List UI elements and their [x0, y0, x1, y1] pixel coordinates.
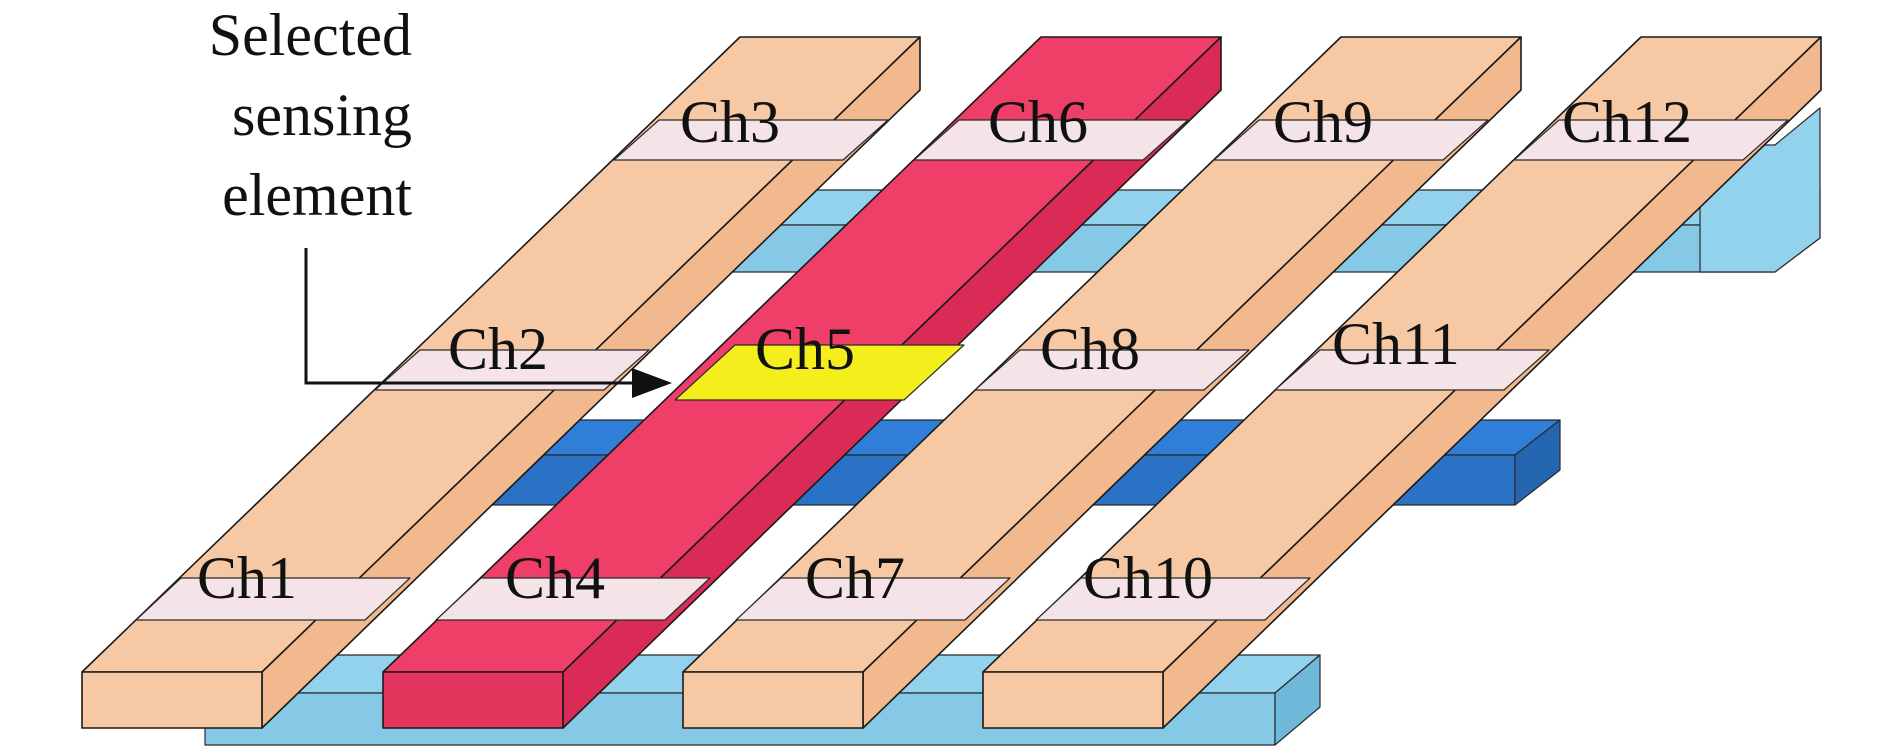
annotation-line-1: Selected: [209, 2, 412, 68]
sensing-pad-ch3: [613, 119, 889, 161]
sensing-pad-ch7: [735, 577, 1011, 621]
channel-label-ch11: Ch11: [1332, 311, 1460, 377]
channel-labels: Ch1 Ch2 Ch3 Ch4 Ch5 Ch6 Ch7 Ch8 Ch9 Ch10…: [197, 89, 1692, 611]
bottom-electrode-row-1-side: [1274, 654, 1321, 746]
channel-label-ch10: Ch10: [1083, 545, 1213, 611]
sensing-pad-ch10: [1035, 577, 1311, 621]
channel-label-ch5: Ch5: [755, 316, 855, 382]
sensing-pad-ch2: [374, 349, 650, 391]
channel-label-ch12: Ch12: [1562, 89, 1692, 155]
channel-label-ch1: Ch1: [197, 545, 297, 611]
channel-label-ch3: Ch3: [680, 89, 780, 155]
channel-label-ch9: Ch9: [1273, 89, 1373, 155]
channel-label-ch4: Ch4: [505, 545, 605, 611]
bottom-electrode-row-2-side: [1514, 419, 1561, 506]
annotation-arrowhead: [632, 368, 672, 398]
channel-label-ch2: Ch2: [448, 316, 548, 382]
annotation-line-2: sensing: [232, 82, 412, 148]
annotation-line-3: element: [222, 162, 412, 228]
selected-element-annotation: Selected sensing element: [209, 2, 672, 398]
annotation-arrow-line: [304, 248, 640, 385]
sensing-pads: [135, 119, 1789, 621]
sensing-pad-ch12: [1513, 119, 1789, 161]
channel-label-ch7: Ch7: [805, 545, 905, 611]
sensing-pad-ch1: [135, 577, 411, 621]
sensing-pad-ch8: [974, 349, 1250, 391]
sensing-pad-ch4: [435, 577, 711, 621]
sensing-pad-ch11: [1274, 349, 1550, 391]
channel-label-ch6: Ch6: [988, 89, 1088, 155]
sensing-pad-ch5: [674, 344, 965, 401]
sensing-pad-ch9: [1213, 119, 1489, 161]
sensing-pad-ch6: [913, 119, 1189, 161]
channel-label-ch8: Ch8: [1040, 316, 1140, 382]
